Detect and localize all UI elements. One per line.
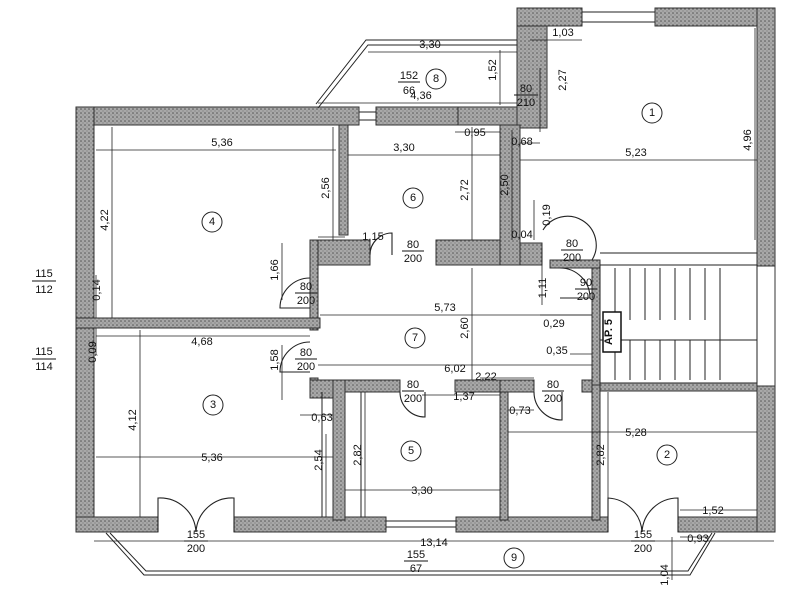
dim-label: 0,95 (464, 127, 485, 139)
dim-label: 5,36 (211, 137, 232, 149)
dim-label: 3,30 (393, 142, 414, 154)
dim-label: 0,93 (687, 533, 708, 545)
doors (157, 215, 679, 533)
door-r5-height: 200 (404, 393, 422, 405)
room-8-label: 8 (433, 73, 439, 85)
dim-label: 2,82 (352, 444, 364, 465)
dim-label: 1,15 (362, 231, 383, 243)
room-6-label: 6 (410, 192, 416, 204)
door-r2-height: 200 (544, 393, 562, 405)
dim-label: 1,04 (659, 564, 671, 585)
dim-label: 2,56 (320, 177, 332, 198)
room-3-label: 3 (210, 399, 216, 411)
dim-label: 2,54 (313, 449, 325, 470)
dim-label: 0,73 (509, 405, 530, 417)
door-r3-height: 200 (297, 361, 315, 373)
dim-label: 1,03 (552, 27, 573, 39)
dim-label: 0,68 (511, 136, 532, 148)
dim-label: 3,30 (411, 485, 432, 497)
room-2-label: 2 (664, 449, 670, 461)
dim-label: 4,36 (410, 90, 431, 102)
door-top-right-height: 200 (563, 252, 581, 264)
door-r4-height: 200 (297, 295, 315, 307)
dim-label: 2,22 (475, 371, 496, 383)
window-4-den: 112 (35, 284, 53, 296)
room-5-label: 5 (408, 445, 414, 457)
door-br-width: 155 (634, 529, 652, 541)
dim-label: 6,02 (444, 363, 465, 375)
door-r4-width: 80 (300, 281, 312, 293)
dim-label: 2,50 (499, 174, 511, 195)
dim-label: 5,73 (434, 302, 455, 314)
dim-label: 2,72 (459, 179, 471, 200)
door-top-right-width: 80 (566, 238, 578, 250)
interior-walls (75, 124, 758, 521)
dim-label: 0,14 (91, 279, 103, 300)
dim-label: 5,23 (625, 147, 646, 159)
room8-area-den: 66 (403, 85, 415, 97)
dim-label: 1,52 (487, 59, 499, 80)
dim-label: 0,04 (511, 229, 532, 241)
door-r2-width: 80 (547, 379, 559, 391)
fraction-labels: 152 66 80 210 115 112 115 114 155 67 (32, 70, 538, 575)
dim-label: 0,35 (546, 345, 567, 357)
dim-label: 0,63 (311, 412, 332, 424)
dim-label: 0,19 (541, 204, 553, 225)
dim-label: 2,60 (459, 317, 471, 338)
dim-label: 1,58 (269, 349, 281, 370)
room-4-label: 4 (209, 216, 215, 228)
dim-label: 5,36 (201, 452, 222, 464)
exterior-walls (75, 7, 776, 533)
room9-area-den: 67 (410, 563, 422, 575)
entry-door-den: 210 (517, 97, 535, 109)
room-markers: 1 2 3 4 5 6 7 8 9 (201, 68, 678, 569)
window-4-num: 115 (35, 268, 53, 280)
dim-label: 1,11 (537, 278, 549, 299)
door-stair-width: 90 (580, 277, 592, 289)
dim-label: 0,09 (87, 341, 99, 362)
door-br-height: 200 (634, 543, 652, 555)
window-3-den: 114 (35, 361, 53, 373)
apartment-tag-label: AP. 5 (603, 319, 615, 345)
dim-label: 4,96 (742, 129, 754, 150)
door-r5-width: 80 (407, 379, 419, 391)
room8-area-num: 152 (400, 70, 418, 82)
dim-label: 4,22 (99, 209, 111, 230)
dimension-lines (94, 28, 774, 580)
room-1-label: 1 (649, 107, 655, 119)
dim-label: 3,30 (419, 39, 440, 51)
door-r6-height: 200 (404, 253, 422, 265)
dim-label: 1,37 (453, 391, 474, 403)
dim-label: 13,14 (420, 537, 448, 549)
door-bl-width: 155 (187, 529, 205, 541)
dim-label: 1,66 (269, 259, 281, 280)
room-9-label: 9 (511, 552, 517, 564)
door-labels: 80 200 80 200 90 200 80 200 80 200 80 20… (184, 238, 655, 555)
dim-label: 1,52 (702, 505, 723, 517)
window-3-num: 115 (35, 346, 53, 358)
staircase (599, 264, 758, 384)
balconies (105, 39, 716, 576)
room-7-label: 7 (412, 332, 418, 344)
apartment-tag: AP. 5 (602, 311, 622, 353)
dim-label: 2,27 (557, 69, 569, 90)
dimension-labels: 3,30 1,03 2,27 1,52 4,36 4,96 5,36 3,30 … (87, 27, 754, 586)
dim-label: 4,12 (127, 409, 139, 430)
dim-label: 0,29 (543, 318, 564, 330)
door-r6-width: 80 (407, 239, 419, 251)
room9-area-num: 155 (407, 549, 425, 561)
door-r3-width: 80 (300, 347, 312, 359)
dim-label: 4,68 (191, 336, 212, 348)
entry-door-num: 80 (520, 83, 532, 95)
door-bl-height: 200 (187, 543, 205, 555)
dim-label: 5,28 (625, 427, 646, 439)
dim-label: 2,82 (595, 444, 607, 465)
door-stair-height: 200 (577, 291, 595, 303)
